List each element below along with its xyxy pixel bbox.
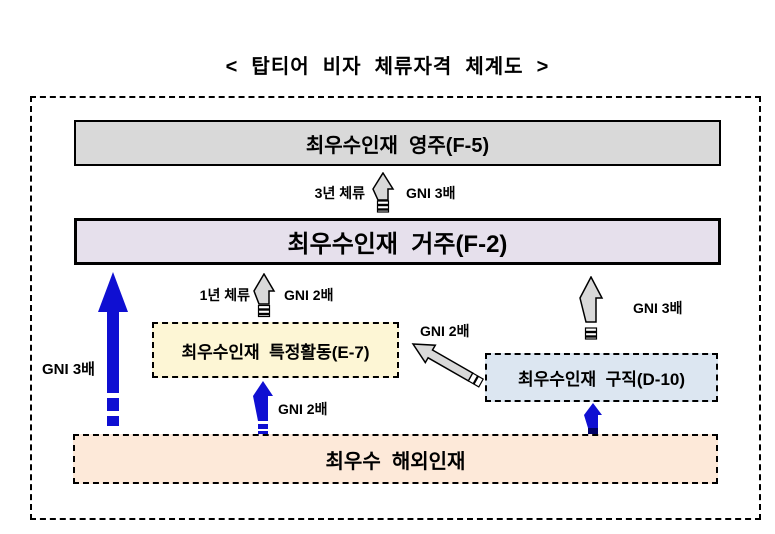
label-1yr-stay: 1년 체류 xyxy=(199,287,250,303)
label-gni-2x-lower: GNI 2배 xyxy=(278,401,328,417)
label-gni-2x-middle: GNI 2배 xyxy=(284,287,334,303)
box-f5-label: 최우수인재 영주(F-5) xyxy=(305,134,490,157)
diagonal-arrow-icon xyxy=(411,343,474,382)
arrow-e7-to-f2-icon xyxy=(253,273,276,318)
arrow-striped-tail xyxy=(376,200,390,213)
up-arrow-icon xyxy=(372,172,395,201)
box-top-overseas-talent: 최우수 해외인재 xyxy=(73,434,718,484)
arrow-striped-tail xyxy=(584,327,598,340)
arrow-striped-tail xyxy=(257,304,271,318)
box-f2-label: 최우수인재 거주(F-2) xyxy=(287,231,508,258)
box-e7-specific-activity: 최우수인재 특정활동(E-7) xyxy=(152,322,399,378)
box-f5-permanent-residence: 최우수인재 영주(F-5) xyxy=(74,120,721,166)
blue-arrow-dash xyxy=(107,416,119,426)
box-f2-residence: 최우수인재 거주(F-2) xyxy=(74,218,721,265)
label-gni-2x-diagonal: GNI 2배 xyxy=(420,323,470,339)
up-arrow-icon xyxy=(253,273,276,305)
label-3yr-stay: 3년 체류 xyxy=(314,185,365,201)
label-gni-3x-top: GNI 3배 xyxy=(406,185,456,201)
label-gni-3x-left: GNI 3배 xyxy=(42,361,95,378)
diagram-frame xyxy=(30,96,761,520)
box-base-label: 최우수 해외인재 xyxy=(325,450,466,473)
arrow-d10-to-f2-icon xyxy=(579,276,604,340)
up-arrow-icon xyxy=(579,276,604,323)
diagram-title: < 탑티어 비자 체류자격 체계도 > xyxy=(225,56,550,78)
box-d10-job-seeking: 최우수인재 구직(D-10) xyxy=(485,353,718,402)
box-d10-label: 최우수인재 구직(D-10) xyxy=(517,370,686,389)
blue-arrow-dash xyxy=(107,398,119,411)
blue-up-arrow-icon xyxy=(253,381,273,421)
arrow-f2-to-f5-icon xyxy=(372,172,395,213)
arrow-base-to-f2-icon xyxy=(98,272,128,426)
blue-arrow-dark-tail xyxy=(588,428,598,434)
arrow-base-to-d10-icon xyxy=(584,403,602,434)
blue-arrow-dash xyxy=(258,424,268,429)
arrow-d10-to-e7-icon xyxy=(411,343,485,388)
label-gni-3x-right: GNI 3배 xyxy=(633,300,683,316)
blue-arrow-dash xyxy=(258,431,268,434)
blue-up-arrow-icon xyxy=(584,403,602,428)
box-e7-label: 최우수인재 특정활동(E-7) xyxy=(181,342,370,362)
arrow-base-to-e7-icon xyxy=(253,381,273,434)
blue-up-arrow-icon xyxy=(98,272,128,393)
